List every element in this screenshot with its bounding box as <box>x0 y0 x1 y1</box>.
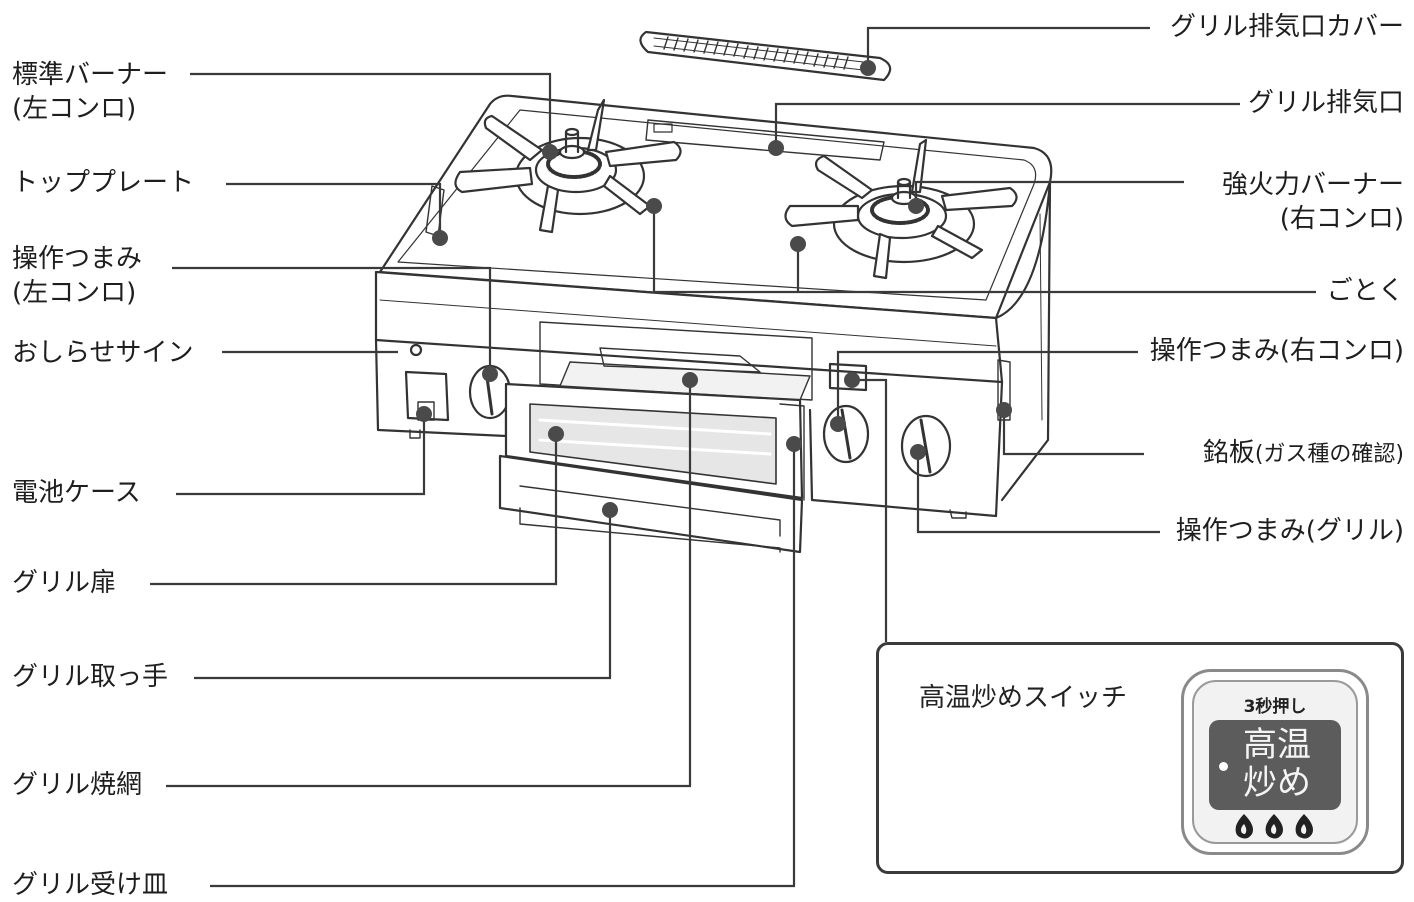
label-high-power-burner: 強火力バーナー (右コンロ) <box>1190 168 1404 236</box>
right-burner <box>784 138 1018 280</box>
label-grill-grate: グリル焼網 <box>12 770 143 800</box>
label-grill-door: グリル扉 <box>12 568 117 598</box>
label-high-power-burner-name: 強火力バーナー <box>1221 170 1404 200</box>
label-knob-left-sub: (左コンロ) <box>12 278 137 308</box>
high-temp-stir-fry-button[interactable]: 高温 炒め <box>1209 720 1341 810</box>
label-knob-left-name: 操作つまみ <box>12 244 143 274</box>
label-high-power-burner-sub: (右コンロ) <box>1279 204 1404 234</box>
switch-title: 高温炒めスイッチ <box>919 683 1128 713</box>
leader-lines <box>150 26 1316 888</box>
label-standard-burner-sub: (左コンロ) <box>12 94 137 124</box>
label-grill-tray: グリル受け皿 <box>12 870 169 900</box>
label-knob-right: 操作つまみ(右コンロ) <box>1149 336 1404 366</box>
label-name-plate-note: (ガス種の確認) <box>1254 442 1404 467</box>
button-line2: 炒め <box>1243 763 1311 803</box>
label-name-plate-name: 銘板 <box>1202 438 1255 468</box>
pointer-dots <box>416 60 1012 518</box>
flames-icon <box>1194 812 1356 844</box>
high-temp-switch-panel: 高温炒めスイッチ 3秒押し 高温 炒め <box>876 642 1404 874</box>
label-grill-exhaust: グリル排気口 <box>1247 88 1404 118</box>
label-standard-burner: 標準バーナー (左コンロ) <box>12 58 168 126</box>
label-grill-exhaust-cover: グリル排気口カバー <box>1169 12 1404 42</box>
label-knob-left: 操作つまみ (左コンロ) <box>12 242 142 310</box>
label-name-plate: 銘板(ガス種の確認) <box>1150 436 1404 472</box>
label-top-plate: トッププレート <box>12 168 195 198</box>
switch-hint: 3秒押し <box>1243 697 1307 717</box>
label-notice-sign: おしらせサイン <box>12 338 194 368</box>
label-gotoku: ごとく <box>1326 276 1404 306</box>
button-text: 高温 炒め <box>1243 726 1333 802</box>
label-battery-case: 電池ケース <box>12 478 141 508</box>
button-line1: 高温 <box>1243 725 1311 765</box>
indicator-lamp <box>1219 762 1228 771</box>
switch-bezel: 3秒押し 高温 炒め <box>1181 669 1369 855</box>
switch-face: 3秒押し 高温 炒め <box>1192 680 1358 844</box>
grill-exhaust-cover <box>639 30 892 82</box>
label-grill-handle: グリル取っ手 <box>12 662 169 692</box>
label-standard-burner-name: 標準バーナー <box>12 60 169 90</box>
label-knob-grill: 操作つまみ(グリル) <box>1175 516 1404 546</box>
